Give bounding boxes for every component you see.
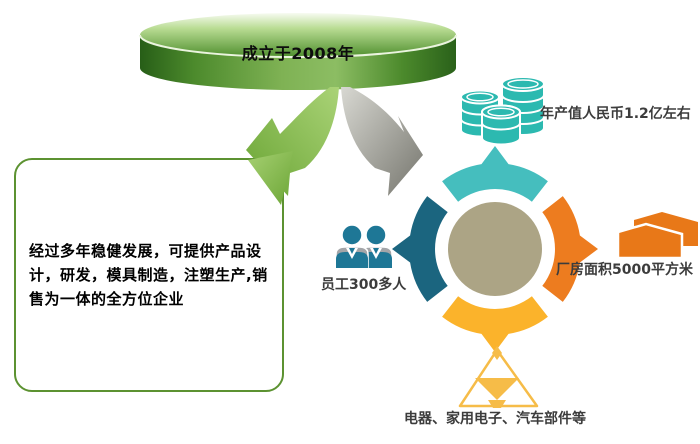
wheel-segment-bottom [442,296,548,352]
cylinder-body [140,35,456,90]
speech-bubble-tail [248,151,293,205]
pyramid-icon [458,346,539,408]
wheel-segment-right [542,196,598,302]
cylinder-top-face [140,13,456,57]
stats-wheel [392,146,598,352]
products-label: 电器、家用电子、汽车部件等 [404,411,586,427]
person-figure [335,224,369,269]
annual-output-label: 年产值人民币1.2亿左右 [540,106,691,122]
wheel-segment-top [442,146,548,202]
coins-icon [460,76,545,146]
cylinder-rim-highlight [139,34,457,58]
wheel-center-disc [448,202,542,296]
employees-label: 员工300多人 [321,277,407,293]
description-box: 经过多年稳健发展，可提供产品设计，研发，模具制造，注塑生产,销售为一体的全方位企… [14,158,284,392]
factory-icon [616,212,698,260]
people-icon [335,224,393,269]
description-text: 经过多年稳健发展，可提供产品设计，研发，模具制造，注塑生产,销售为一体的全方位企… [29,241,268,309]
founded-year-label: 成立于2008年 [241,44,355,63]
arrow-to-wheel [341,87,423,196]
founded-cylinder [139,13,457,90]
factory-area-label: 厂房面积5000平方米 [556,262,693,278]
wheel-segment-left [392,196,448,302]
